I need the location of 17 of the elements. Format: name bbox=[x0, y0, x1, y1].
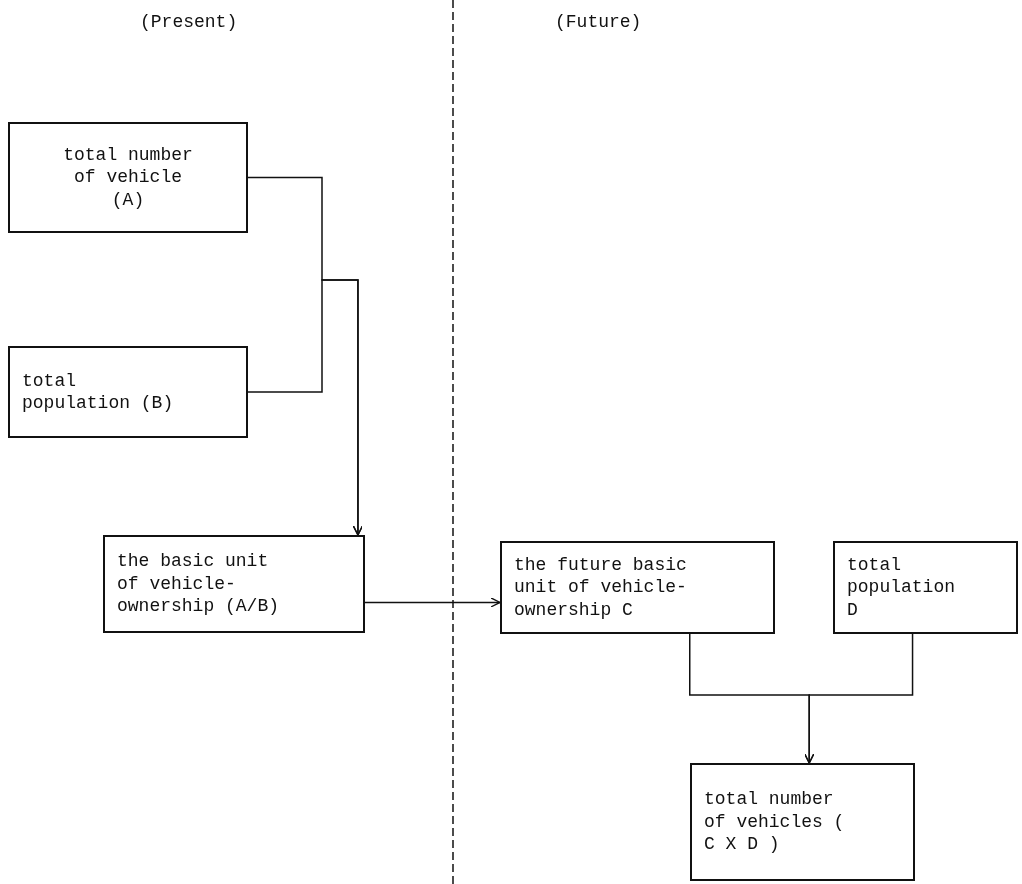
connector-arrow bbox=[364, 597, 501, 608]
process-box bbox=[690, 763, 915, 881]
connector-arrow bbox=[804, 633, 914, 764]
section-heading: (Present) bbox=[140, 12, 238, 32]
process-box bbox=[103, 535, 365, 633]
box-text: total number of vehicles ( C X D ) bbox=[703, 788, 846, 856]
process-box bbox=[500, 541, 775, 634]
box-text: total population (B) bbox=[21, 369, 175, 415]
process-box bbox=[8, 122, 248, 233]
connector-arrow bbox=[247, 279, 364, 536]
box-text: total population D bbox=[846, 553, 957, 622]
box-text: total number of vehicle (A) bbox=[62, 143, 194, 212]
process-box bbox=[833, 541, 1018, 634]
process-box bbox=[8, 346, 248, 438]
box-text: the basic unit of vehicle-ownership (A/B) bbox=[116, 550, 281, 618]
section-heading: (Future) bbox=[555, 12, 642, 32]
box-text: the future basic unit of vehicle-ownership C bbox=[513, 553, 688, 622]
